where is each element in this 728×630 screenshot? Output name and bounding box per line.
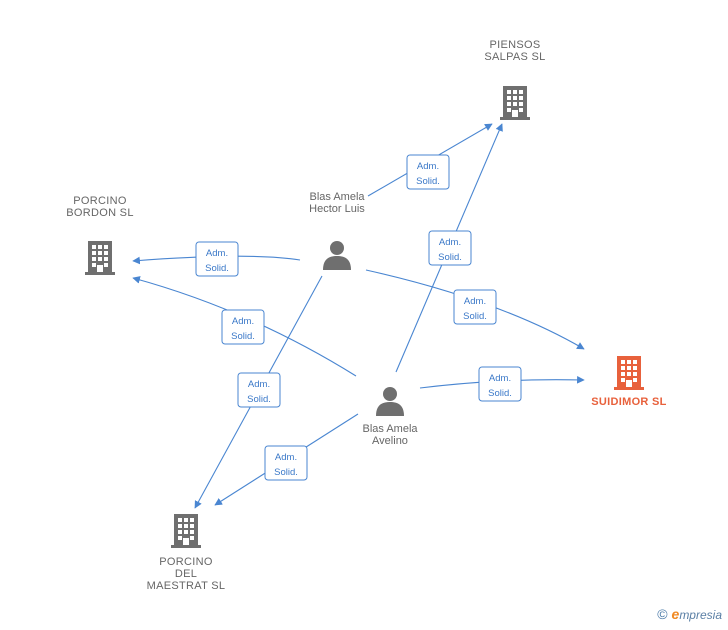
- edge-label-box[interactable]: [221, 309, 265, 345]
- node-label-line: PIENSOS: [489, 39, 540, 51]
- building-icon[interactable]: [614, 356, 644, 390]
- building-icon[interactable]: [171, 514, 201, 548]
- node-label-line: SUIDIMOR SL: [591, 396, 666, 408]
- edges-layer: Adm. Solid. Adm. Solid. Adm. Solid. Adm. Solid.…: [132, 123, 585, 509]
- edge-avelino-to-porcino_bordon: Adm. Solid.: [132, 276, 357, 377]
- edge-label-text: Adm.: [232, 316, 254, 327]
- edge-hector-to-piensos: Adm. Solid.: [367, 123, 493, 197]
- node-label-line: DEL: [175, 568, 197, 580]
- node-label-line: PORCINO: [159, 556, 213, 568]
- node-label-line: Avelino: [372, 435, 408, 447]
- node-label-line: MAESTRAT SL: [147, 580, 226, 592]
- edge-label-text: Solid.: [488, 388, 512, 399]
- edge-label-text: Solid.: [247, 394, 271, 405]
- edge-hector-to-porcino_maestrat: Adm. Solid.: [194, 275, 323, 509]
- edge-label-text: Solid.: [438, 252, 462, 263]
- node-label-line: Blas Amela: [362, 423, 418, 435]
- edge-label-text: Adm.: [417, 161, 439, 172]
- edge-label-text: Adm.: [464, 296, 486, 307]
- edge-label-text: Solid.: [463, 311, 487, 322]
- edge-label-text: Adm.: [248, 379, 270, 390]
- edge-label-box[interactable]: [237, 372, 281, 408]
- edge-label-text: Adm.: [439, 237, 461, 248]
- edge-label-text: Adm.: [275, 452, 297, 463]
- node-label-line: Hector Luis: [309, 203, 365, 215]
- building-icon[interactable]: [85, 241, 115, 275]
- person-icon[interactable]: [323, 241, 351, 270]
- node-label-line: BORDON SL: [66, 207, 134, 219]
- edge-label-text: Adm.: [206, 248, 228, 259]
- edge-label-text: Solid.: [274, 467, 298, 478]
- edge-label-text: Solid.: [205, 263, 229, 274]
- edge-avelino-to-piensos: Adm. Solid.: [395, 123, 503, 373]
- edge-avelino-to-porcino_maestrat: Adm. Solid.: [214, 413, 359, 506]
- edge-label-box[interactable]: [406, 154, 450, 190]
- edge-label-box[interactable]: [195, 241, 239, 277]
- node-suidimor[interactable]: SUIDIMOR SL: [591, 356, 666, 408]
- node-label-line: SALPAS SL: [484, 51, 545, 63]
- edge-hector-to-suidimor: Adm. Solid.: [365, 269, 585, 350]
- node-label-line: Blas Amela: [309, 191, 365, 203]
- building-icon[interactable]: [500, 86, 530, 120]
- person-icon[interactable]: [376, 387, 404, 416]
- node-label-line: PORCINO: [73, 195, 127, 207]
- copyright-symbol: ©: [657, 606, 668, 622]
- edge-label-text: Adm.: [489, 373, 511, 384]
- edge-label-box[interactable]: [264, 445, 308, 481]
- footer-brand: © empresia: [657, 606, 722, 622]
- edge-label-box[interactable]: [453, 289, 497, 325]
- edge-label-text: Solid.: [416, 176, 440, 187]
- edge-hector-to-porcino_bordon: Adm. Solid.: [132, 241, 301, 277]
- empresia-logo: empresia: [671, 606, 722, 622]
- edge-label-box[interactable]: [478, 366, 522, 402]
- edge-avelino-to-suidimor: Adm. Solid.: [419, 366, 585, 402]
- edge-label-text: Solid.: [231, 331, 255, 342]
- edge-label-box[interactable]: [428, 230, 472, 266]
